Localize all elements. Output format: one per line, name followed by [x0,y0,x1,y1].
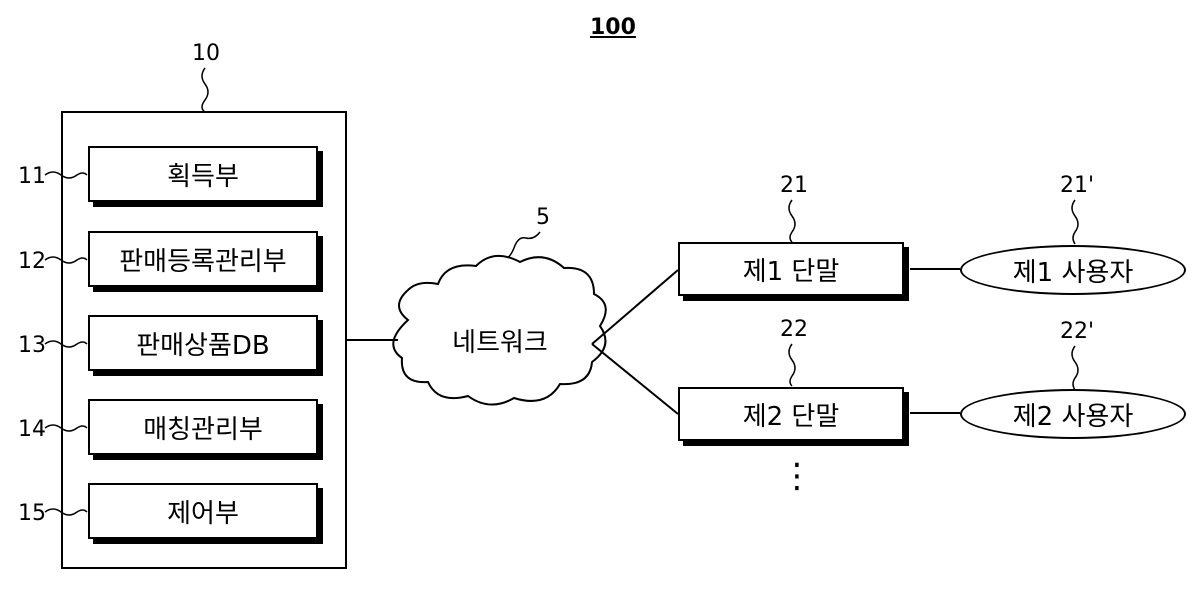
terminal-box: 제1 단말 [678,242,904,296]
user-label: 제1 사용자 [1013,252,1134,289]
leader-module-13 [45,341,87,347]
ellipsis-glyph: ⋮ [780,458,800,494]
user-ellipse: 제1 사용자 [960,245,1186,295]
terminal-reference: 22 [780,318,808,342]
module-reference: 15 [18,502,46,526]
server-reference: 10 [192,42,220,66]
user-reference: 21' [1060,174,1094,198]
module-label: 판매상품DB [136,325,270,362]
module-reference: 14 [18,418,46,442]
terminal-label: 제1 단말 [743,251,840,288]
leader-module-15 [45,509,87,515]
terminal-reference: 21 [780,174,808,198]
system-reference: 100 [590,16,636,40]
module-box: 제어부 [88,483,318,539]
leader-module-11 [45,172,87,178]
leader-user-21 [1072,200,1078,244]
leader-user-22 [1072,346,1078,390]
module-label: 판매등록관리부 [119,241,286,278]
user-label: 제2 사용자 [1013,396,1134,433]
module-box: 판매상품DB [88,315,318,371]
module-box: 판매등록관리부 [88,231,318,287]
module-reference: 11 [18,165,46,189]
more-terminals-ellipsis: ⋮ [780,458,800,494]
module-box: 획득부 [88,146,318,202]
leader-terminal-21 [789,200,795,242]
user-ellipse: 제2 사용자 [960,389,1186,439]
network-reference: 5 [536,206,550,230]
module-reference: 13 [18,334,46,358]
module-label: 제어부 [167,493,239,530]
module-box: 매칭관리부 [88,399,318,455]
leader-network [504,232,540,260]
leader-module-14 [45,425,87,431]
user-reference: 22' [1060,320,1094,344]
module-label: 획득부 [167,156,239,193]
leader-module-12 [45,257,87,263]
module-reference: 12 [18,250,46,274]
module-label: 매칭관리부 [143,409,263,446]
network-label: 네트워크 [440,322,560,359]
terminal-label: 제2 단말 [743,396,840,433]
terminal-box: 제2 단말 [678,387,904,441]
leader-terminal-22 [789,344,795,386]
leader-server [202,68,208,112]
link-network-terminal-2 [592,344,678,414]
